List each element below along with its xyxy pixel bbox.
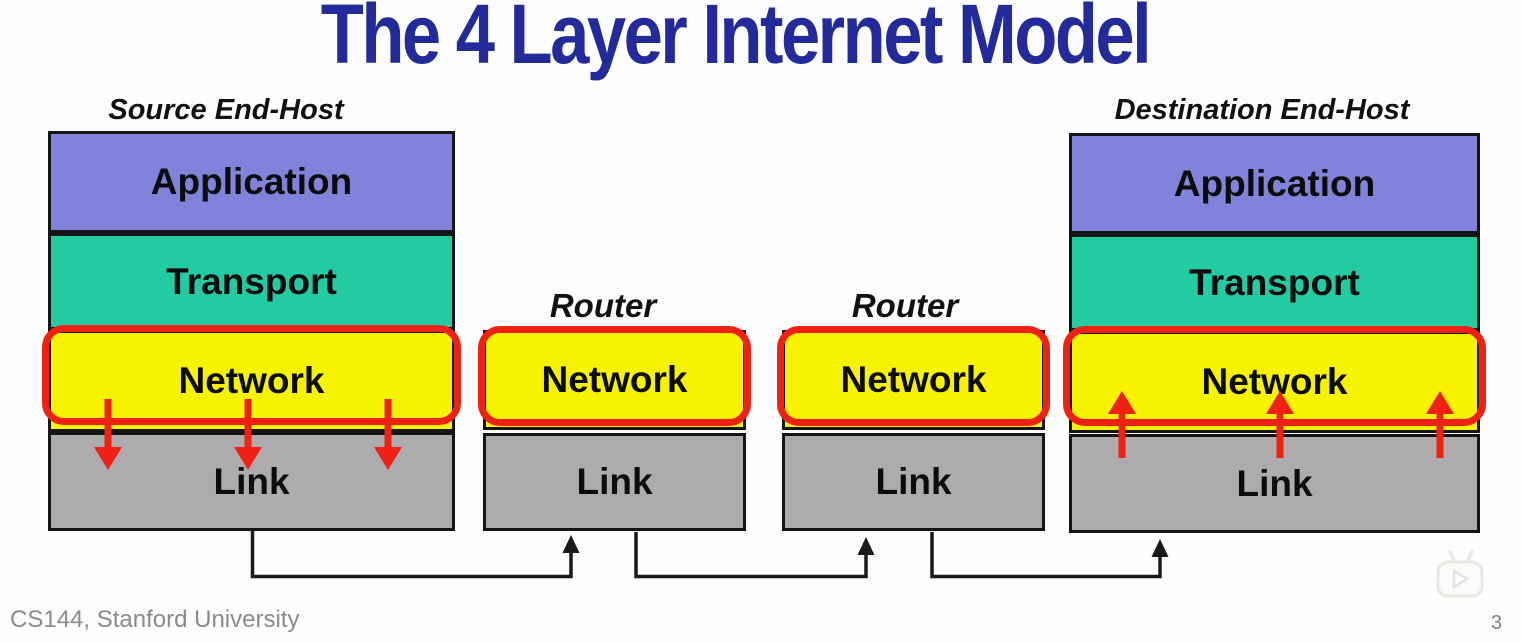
link-connector-arrow <box>250 531 580 579</box>
footer-credit: CS144, Stanford University <box>10 606 300 633</box>
router-1-network-layer: Network <box>483 330 746 430</box>
router-2-label: Router <box>851 287 959 324</box>
page-number: 3 <box>1491 612 1503 634</box>
link-connectors <box>250 531 1169 579</box>
router-1-link-layer: Link <box>483 433 746 531</box>
source-application-layer: Application <box>48 131 455 233</box>
source-network-highlight-outline <box>42 325 461 425</box>
router-2-link-layer: Link <box>782 433 1045 531</box>
destination-network-highlight-outline <box>1063 326 1486 426</box>
router-2-network-highlight-outline <box>777 326 1050 426</box>
source-link-layer: Link <box>48 432 455 531</box>
router-1-network-highlight-outline <box>478 326 751 426</box>
destination-network-layer: Network <box>1069 331 1480 433</box>
tv-play-icon <box>1424 543 1494 610</box>
link-connector-arrow <box>930 532 1169 579</box>
page-title: The 4 Layer Internet Model <box>320 0 1152 81</box>
source-end-host-label: Source End-Host <box>108 94 344 126</box>
destination-transport-layer: Transport <box>1069 234 1480 331</box>
destination-link-layer: Link <box>1069 434 1480 533</box>
source-transport-layer: Transport <box>48 233 455 330</box>
source-network-layer: Network <box>48 330 455 432</box>
destination-end-host-label: Destination End-Host <box>1114 94 1410 126</box>
link-connector-arrow <box>634 532 875 579</box>
destination-application-layer: Application <box>1069 133 1480 234</box>
router-2-network-layer: Network <box>782 330 1045 430</box>
router-1-label: Router <box>549 287 657 324</box>
